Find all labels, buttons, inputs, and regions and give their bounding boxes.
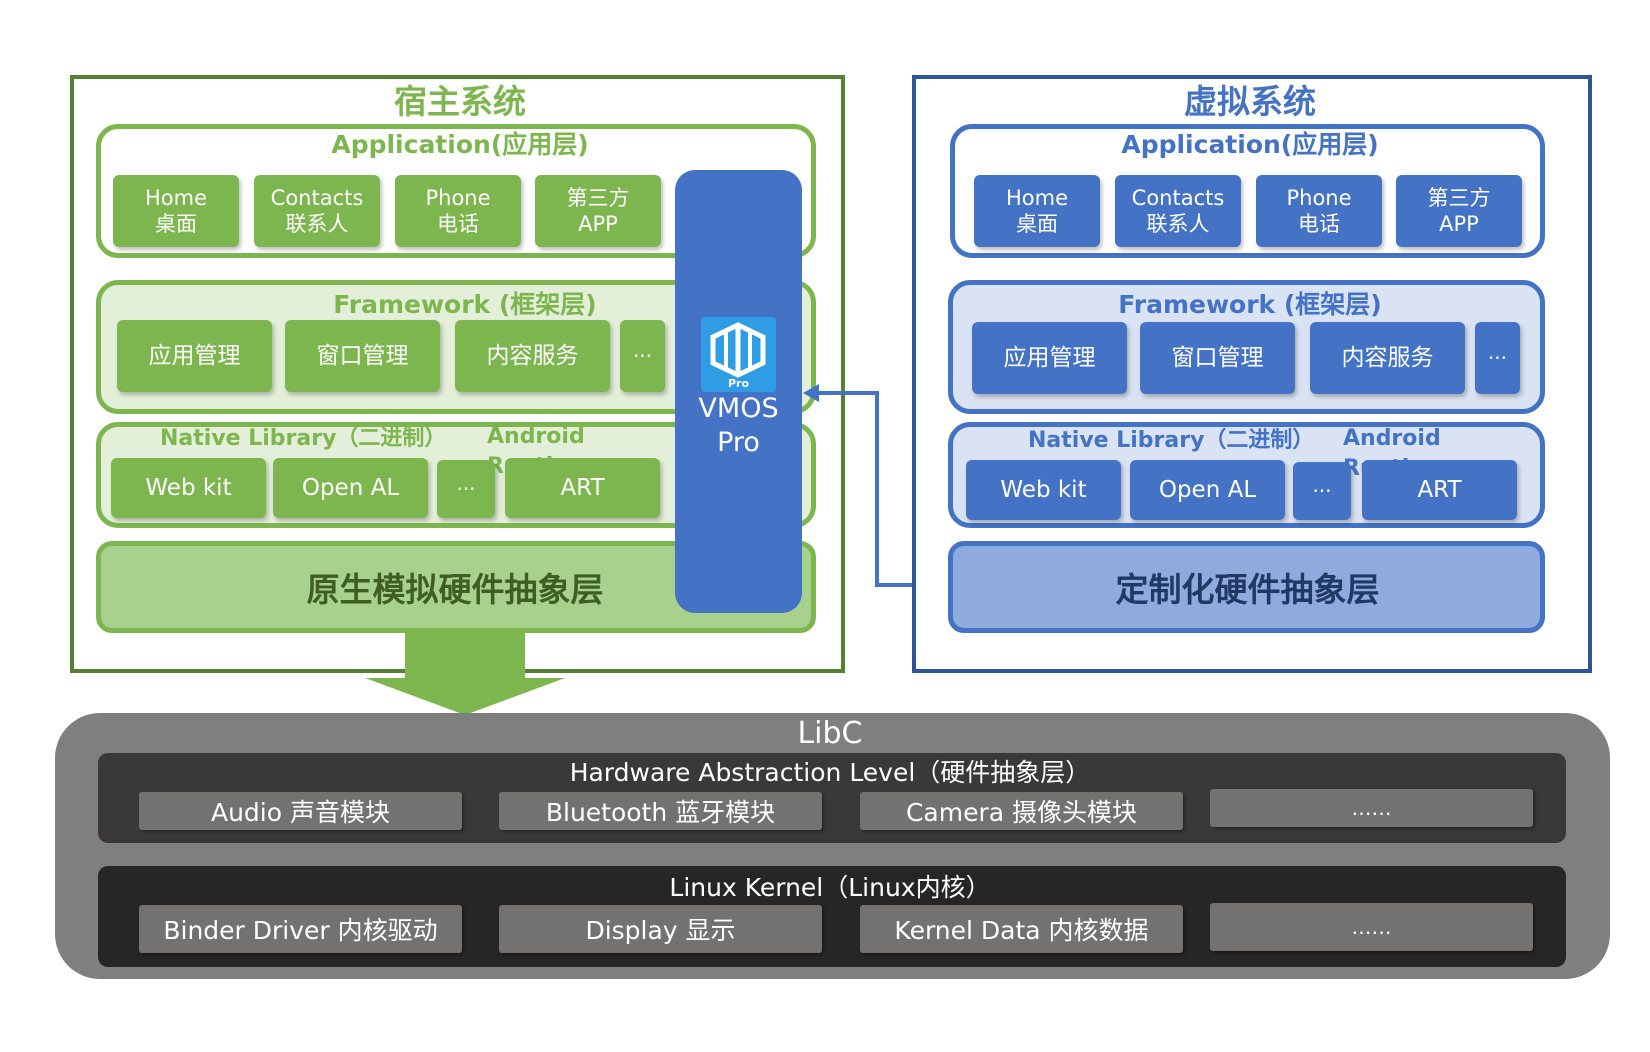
guest-hal-label: 定制化硬件抽象层 xyxy=(1115,570,1380,609)
vmos-label-line1: VMOS xyxy=(698,392,779,424)
host-app-home: Home 桌面 xyxy=(113,175,239,247)
guest-native-openal: Open AL xyxy=(1130,460,1285,520)
guest-framework-window-manager: 窗口管理 xyxy=(1140,322,1295,394)
host-app-phone-line1: Phone xyxy=(425,186,491,210)
guest-runtime-title: Android Runtime xyxy=(1343,426,1447,481)
guest-app-phone-line1: Phone xyxy=(1286,186,1352,210)
host-framework-title: Framework (框架层) xyxy=(333,290,597,319)
guest-native-more: ··· xyxy=(1293,462,1351,520)
guest-app-home-line2: 桌面 xyxy=(1016,212,1058,236)
guest-framework-more: ··· xyxy=(1475,322,1520,394)
guest-framework-content-service: 内容服务 xyxy=(1310,322,1465,394)
guest-framework-app-manager: 应用管理 xyxy=(972,322,1127,394)
host-app-contacts-line2: 联系人 xyxy=(285,212,349,236)
guest-app-phone-line2: 电话 xyxy=(1298,212,1340,236)
guest-app-third-party-line1: 第三方 xyxy=(1427,186,1491,210)
guest-app-home: Home 桌面 xyxy=(974,175,1100,247)
kernel-module-display: Display 显示 xyxy=(499,905,822,953)
guest-native-webkit: Web kit xyxy=(966,460,1121,520)
linux-kernel-title: Linux Kernel（Linux内核） xyxy=(669,873,991,902)
kernel-module-binder: Binder Driver 内核驱动 xyxy=(139,905,462,953)
guest-framework-title: Framework (框架层) xyxy=(1118,290,1382,319)
host-framework-window-manager: 窗口管理 xyxy=(285,320,440,392)
host-app-contacts-line1: Contacts xyxy=(270,186,364,210)
hal-module-bluetooth: Bluetooth 蓝牙模块 xyxy=(499,792,822,830)
guest-runtime-art: ART xyxy=(1362,460,1517,520)
host-app-home-line2: 桌面 xyxy=(155,212,197,236)
host-system-title: 宿主系统 xyxy=(394,82,526,121)
kernel-module-kernel-data: Kernel Data 内核数据 xyxy=(860,905,1183,953)
host-framework-content-service: 内容服务 xyxy=(455,320,610,392)
hal-module-audio: Audio 声音模块 xyxy=(139,792,462,830)
host-framework-app-manager: 应用管理 xyxy=(117,320,272,392)
guest-app-phone: Phone 电话 xyxy=(1256,175,1382,247)
kernel-module-more: …… xyxy=(1210,903,1533,951)
libc-hal-level-title: Hardware Abstraction Level（硬件抽象层） xyxy=(569,758,1091,787)
down-arrow-icon xyxy=(365,633,565,715)
hal-module-more: …… xyxy=(1210,789,1533,827)
host-runtime-art: ART xyxy=(505,458,660,518)
guest-system-title: 虚拟系统 xyxy=(1184,82,1316,121)
host-app-phone: Phone 电话 xyxy=(395,175,521,247)
host-app-contacts: Contacts 联系人 xyxy=(254,175,380,247)
host-app-third-party: 第三方 APP xyxy=(535,175,661,247)
guest-hal-layer xyxy=(948,541,1545,633)
guest-app-home-line1: Home xyxy=(1005,186,1068,210)
host-native-more: ··· xyxy=(437,460,495,518)
host-framework-more: ··· xyxy=(620,320,665,392)
host-app-third-party-line1: 第三方 xyxy=(566,186,630,210)
host-hal-label: 原生模拟硬件抽象层 xyxy=(306,570,604,609)
host-runtime-title: Android Runtime xyxy=(487,424,591,479)
guest-app-contacts: Contacts 联系人 xyxy=(1115,175,1241,247)
libc-title: LibC xyxy=(797,715,863,751)
host-app-third-party-line2: APP xyxy=(578,212,618,236)
host-native-title: Native Library（二进制） xyxy=(160,426,447,451)
guest-native-title: Native Library（二进制） xyxy=(1028,428,1315,453)
vmos-label-line2: Pro xyxy=(717,426,760,458)
guest-app-contacts-line1: Contacts xyxy=(1131,186,1225,210)
guest-app-third-party-line2: APP xyxy=(1439,212,1479,236)
vmos-logo: Pro xyxy=(701,317,776,392)
guest-app-contacts-line2: 联系人 xyxy=(1146,212,1210,236)
host-app-home-line1: Home xyxy=(144,186,207,210)
vmos-cube-icon xyxy=(710,322,766,378)
host-application-title: Application(应用层) xyxy=(331,130,589,159)
host-native-webkit: Web kit xyxy=(111,458,266,518)
hal-module-camera: Camera 摄像头模块 xyxy=(860,792,1183,830)
host-app-phone-line2: 电话 xyxy=(437,212,479,236)
host-native-openal: Open AL xyxy=(273,458,428,518)
vmos-logo-text: Pro xyxy=(727,376,750,390)
guest-application-title: Application(应用层) xyxy=(1121,130,1379,159)
guest-app-third-party: 第三方 APP xyxy=(1396,175,1522,247)
